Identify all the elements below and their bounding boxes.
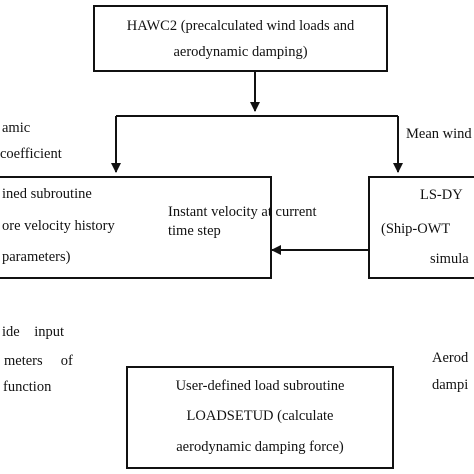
label-instant-velocity-1: Instant velocity at current	[168, 204, 317, 220]
lsdyna-box	[368, 176, 474, 279]
label-instant-velocity-2: time step	[168, 223, 221, 239]
velocity-subroutine-box	[0, 176, 272, 279]
label-provide-input-1: ide input	[2, 324, 65, 340]
velocity-subroutine-line1: ined subroutine	[2, 186, 92, 202]
load-subroutine-box	[126, 366, 394, 469]
lsdyna-line1: LS-DY	[420, 187, 463, 203]
hawc2-line1: HAWC2 (precalculated wind loads and	[126, 18, 355, 34]
load-subroutine-line1: User-defined load subroutine	[175, 378, 345, 394]
label-coefficient-left: coefficient	[0, 146, 62, 162]
label-provide-input-3: function	[3, 379, 52, 395]
label-damping-right: dampi	[432, 377, 469, 393]
load-subroutine-line3: aerodynamic damping force)	[176, 439, 344, 455]
lsdyna-line2: (Ship-OWT	[381, 221, 451, 237]
label-aerodynamic-left: amic	[2, 120, 31, 136]
load-subroutine-line2: LOADSETUD (calculate	[186, 408, 334, 424]
label-provide-input-2: meters of	[4, 353, 73, 369]
velocity-subroutine-line3: parameters)	[2, 249, 71, 265]
hawc2-box	[93, 5, 388, 72]
label-mean-wind: Mean wind	[406, 126, 472, 142]
hawc2-line2: aerodynamic damping)	[173, 44, 308, 60]
velocity-subroutine-line2: ore velocity history	[2, 218, 115, 234]
lsdyna-line3: simula	[430, 251, 469, 267]
label-aerodynamic-right: Aerod	[432, 350, 469, 366]
